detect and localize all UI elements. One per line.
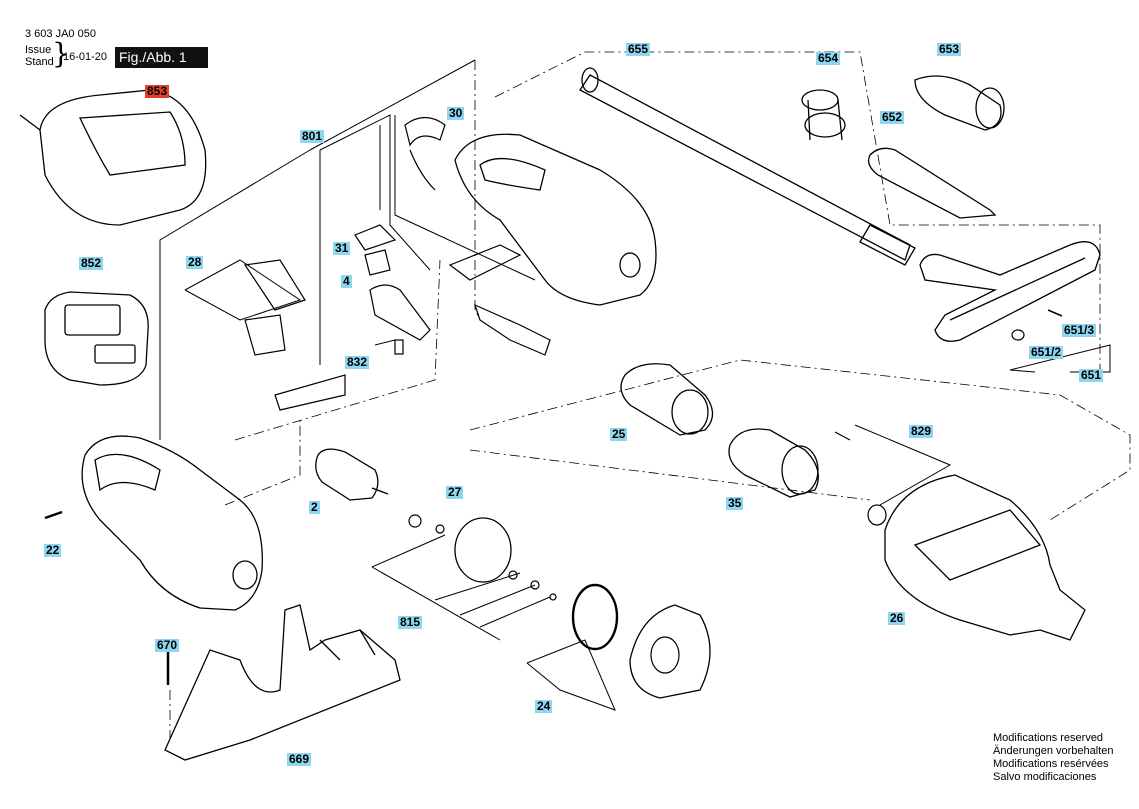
note-es: Salvo modificaciones	[993, 771, 1097, 783]
part-label-22[interactable]: 22	[44, 543, 62, 557]
part-label-2[interactable]: 2	[309, 500, 320, 514]
issue-date: 16-01-20	[63, 51, 108, 63]
part-label-651-2[interactable]: 651/2	[1029, 345, 1064, 359]
part-label-25[interactable]: 25	[610, 427, 628, 441]
part-label-24[interactable]: 24	[535, 699, 553, 713]
part-label-26[interactable]: 26	[888, 611, 906, 625]
part-label-652[interactable]: 652	[880, 110, 905, 124]
part-label-4[interactable]: 4	[341, 274, 352, 288]
part-label-651[interactable]: 651	[1079, 368, 1104, 382]
part-label-852[interactable]: 852	[79, 256, 104, 270]
stand-label: Stand	[25, 56, 54, 68]
brace-glyph: }	[52, 37, 70, 70]
modifications-note: Modifications reserved Änderungen vorbeh…	[993, 732, 1113, 784]
part-label-832[interactable]: 832	[345, 355, 370, 369]
part-label-853[interactable]: 853	[145, 84, 170, 98]
part-label-28[interactable]: 28	[186, 255, 204, 269]
issue-label: Issue	[25, 44, 52, 56]
note-fr: Modifications resérvées	[993, 758, 1109, 770]
note-de: Änderungen vorbehalten	[993, 745, 1114, 757]
part-label-815[interactable]: 815	[398, 615, 423, 629]
part-label-35[interactable]: 35	[726, 496, 744, 510]
part-label-31[interactable]: 31	[333, 241, 351, 255]
part-label-27[interactable]: 27	[446, 485, 464, 499]
part-label-655[interactable]: 655	[626, 42, 651, 56]
part-label-829[interactable]: 829	[909, 424, 934, 438]
doc-number: 3 603 JA0 050	[25, 28, 96, 40]
note-en: Modifications reserved	[993, 732, 1104, 744]
part-label-651-3[interactable]: 651/3	[1062, 323, 1097, 337]
part-label-801[interactable]: 801	[300, 129, 325, 143]
part-label-653[interactable]: 653	[937, 42, 962, 56]
part-label-669[interactable]: 669	[287, 752, 312, 766]
figure-label: Fig./Abb. 1	[115, 47, 208, 68]
part-label-30[interactable]: 30	[447, 106, 465, 120]
part-label-654[interactable]: 654	[816, 51, 841, 65]
part-label-670[interactable]: 670	[155, 638, 180, 652]
